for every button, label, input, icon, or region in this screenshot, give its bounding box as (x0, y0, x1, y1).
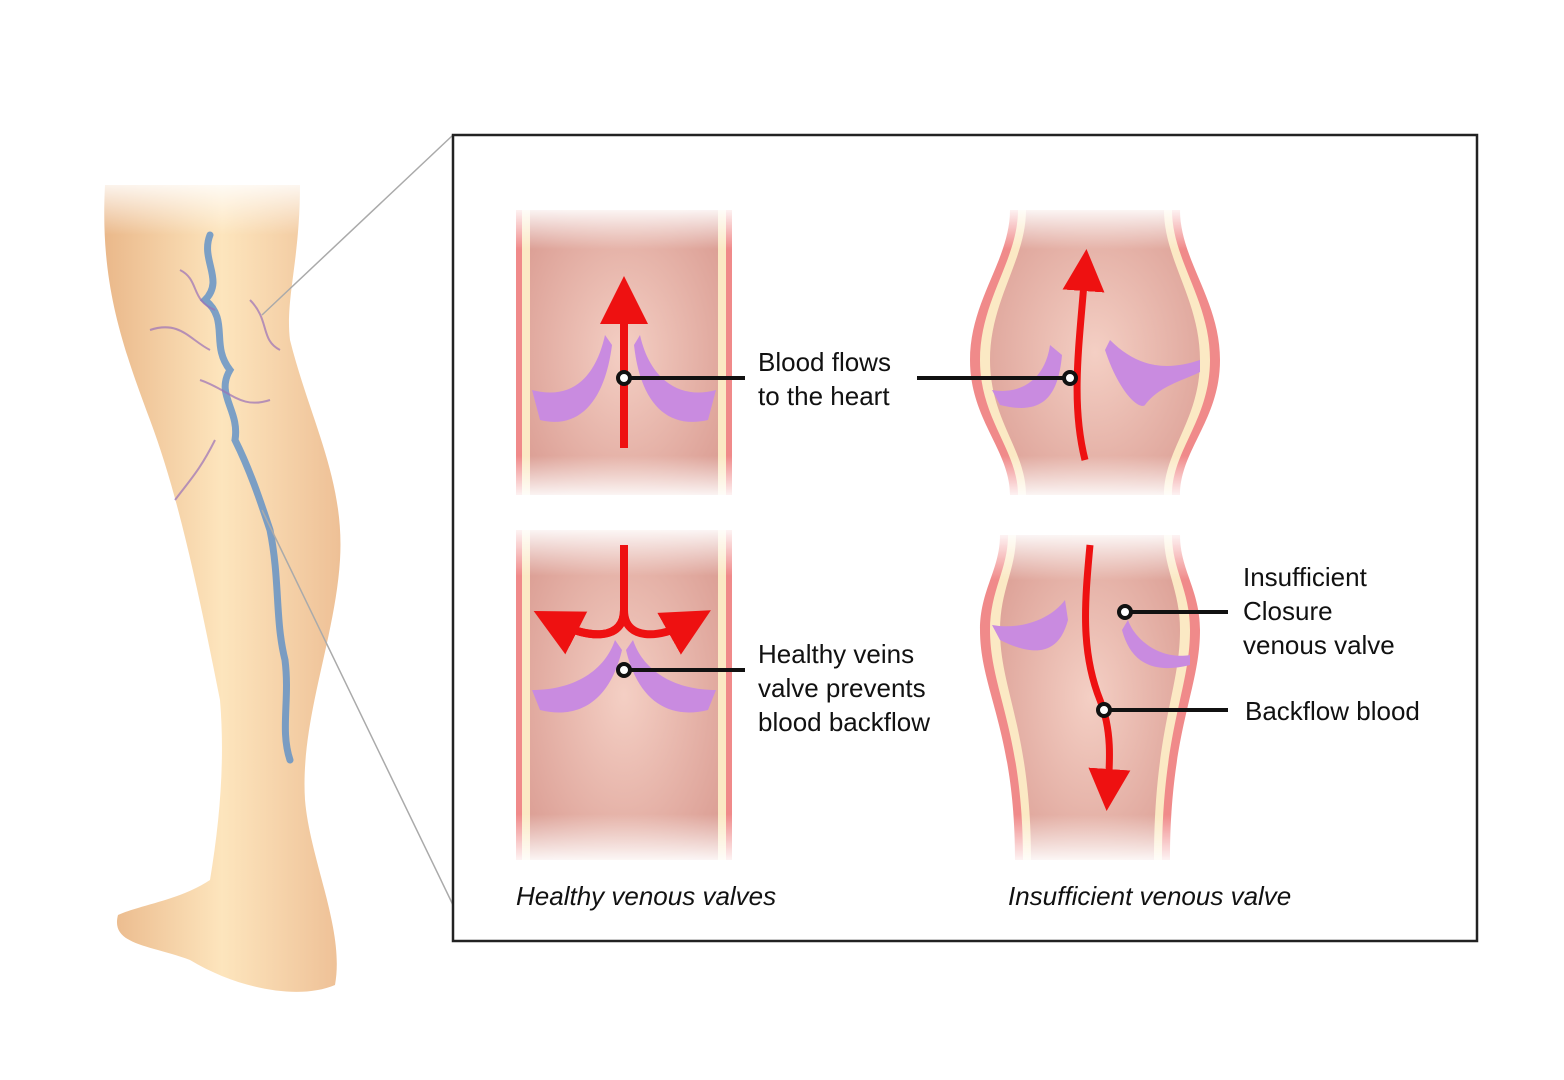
valve-leaflet-right (626, 640, 716, 713)
leg-illustration (95, 175, 341, 992)
valve-leaflet-left (532, 640, 622, 713)
label-blood-backflow: blood backflow (758, 707, 930, 737)
spider-veins (149, 269, 281, 501)
valve-leaflet-right (634, 335, 716, 422)
label-venous-valve: venous valve (1243, 630, 1395, 660)
healthy-vein-bottom (510, 525, 738, 865)
insufficient-vein-bottom (970, 530, 1210, 865)
zoom-line-top (261, 134, 454, 316)
leader-lines (616, 370, 1228, 718)
label-insufficient: Insufficient (1243, 562, 1368, 592)
label-blood-flows: Blood flows (758, 347, 891, 377)
leg (104, 185, 341, 992)
label-backflow-blood: Backflow blood (1245, 696, 1420, 726)
arrow-up (1062, 249, 1105, 461)
zoom-line-bottom (261, 509, 454, 906)
valve-leaflet-right (1122, 620, 1190, 669)
arrow-backflow (1082, 544, 1131, 811)
varicose-vein (199, 231, 294, 764)
label-to-the-heart: to the heart (758, 381, 890, 411)
label-valve-prevents: valve prevents (758, 673, 926, 703)
insufficient-vein-top (960, 205, 1230, 500)
healthy-vein-top (510, 205, 738, 500)
caption-insufficient: Insufficient venous valve (1008, 881, 1291, 911)
valve-leaflet-left (992, 345, 1062, 408)
valve-leaflet-left (992, 600, 1068, 651)
valve-leaflet-left (532, 335, 612, 422)
caption-healthy: Healthy venous valves (516, 881, 776, 911)
label-closure: Closure (1243, 596, 1333, 626)
label-healthy-veins: Healthy veins (758, 639, 914, 669)
valve-leaflet-right (1105, 340, 1200, 406)
